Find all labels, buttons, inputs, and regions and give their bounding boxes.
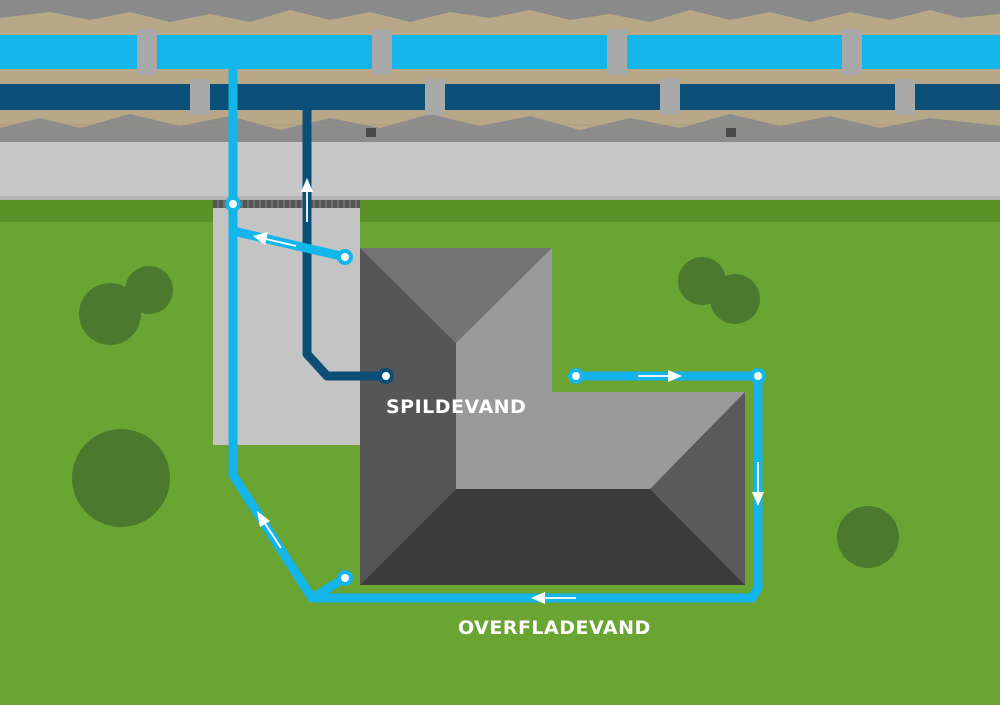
flow-arrows — [253, 178, 764, 604]
pipe-joint — [425, 79, 445, 115]
roof-ridge-face — [456, 392, 745, 489]
underground-section — [0, 0, 1000, 142]
roof-top-face — [360, 248, 552, 343]
tree — [710, 274, 760, 324]
arrow-left-icon — [531, 592, 576, 604]
road — [0, 142, 1000, 198]
tree — [79, 283, 141, 345]
road-edge — [0, 196, 1000, 200]
tree — [72, 429, 170, 527]
pipe-node — [378, 368, 394, 384]
hedge-strip — [0, 200, 1000, 222]
pipe-joint — [137, 29, 157, 75]
driveway-drain — [213, 200, 360, 208]
pipe-joint — [895, 79, 915, 115]
arrow-up-left-icon — [257, 511, 282, 549]
trees — [72, 257, 899, 568]
pipe-nodes — [225, 196, 766, 586]
roof-left-face — [360, 248, 456, 585]
roof-right-end-face — [650, 392, 745, 585]
roof-bottom-face — [360, 489, 745, 585]
arrow-down-icon — [752, 462, 764, 506]
surface-water-label: OVERFLADEVAND — [458, 617, 651, 639]
tree — [837, 506, 899, 568]
arrow-right-icon — [638, 370, 682, 382]
pipe-joint — [372, 29, 392, 75]
wastewater-label: SPILDEVAND — [386, 396, 527, 418]
tree — [125, 266, 173, 314]
rock-top-layer — [0, 0, 1000, 22]
rock-bottom-layer — [0, 114, 1000, 142]
pipe-joint — [660, 79, 680, 115]
house-roof — [360, 248, 745, 585]
pipe-node — [225, 196, 241, 212]
surface-water-main — [0, 29, 1000, 75]
pipe-node — [568, 368, 584, 384]
wastewater-pipe — [302, 105, 391, 381]
pipe-joint — [190, 79, 210, 115]
arrow-up-icon — [301, 178, 313, 222]
pipe-joint — [842, 29, 862, 75]
pipe-node — [337, 570, 353, 586]
wastewater-main — [0, 79, 1000, 115]
arrow-left-icon — [253, 232, 297, 247]
pipe-node — [337, 249, 353, 265]
roof-right-upper-face — [456, 248, 552, 392]
pipe-joint — [607, 29, 627, 75]
road-drain-grates — [366, 128, 736, 137]
pipe-node — [750, 368, 766, 384]
